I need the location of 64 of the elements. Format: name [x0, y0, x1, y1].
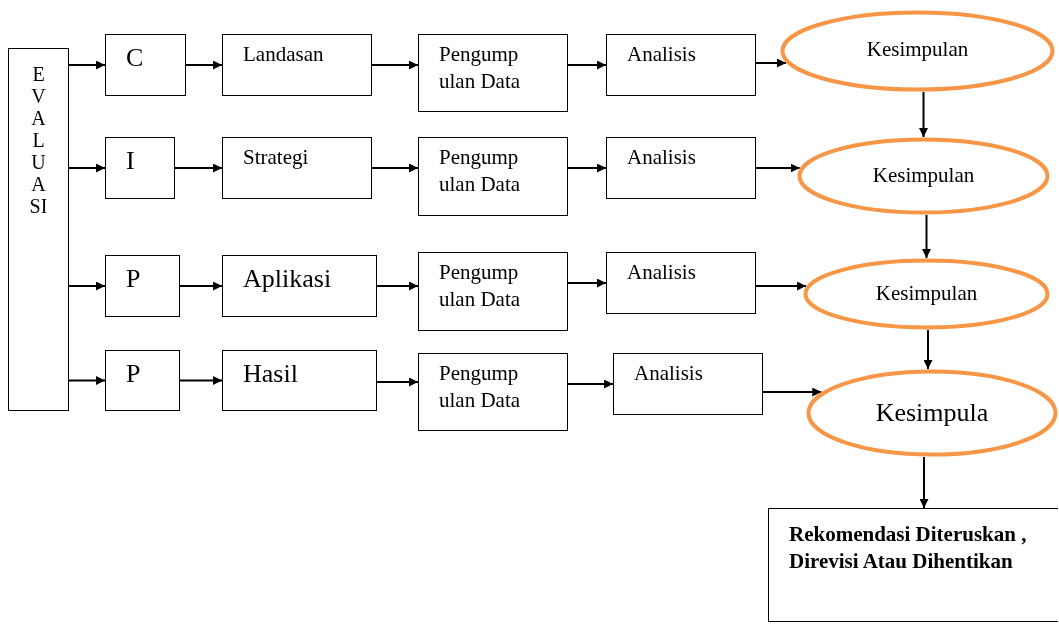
recommendation-box	[768, 508, 1058, 622]
process-box	[222, 34, 372, 96]
arrow	[174, 163, 223, 173]
arrow	[567, 163, 607, 173]
arrow	[755, 58, 787, 68]
node-text: Pengump ulan Data	[439, 41, 522, 96]
process-box	[105, 350, 180, 411]
node-text: P	[126, 263, 141, 295]
arrow	[923, 329, 933, 370]
node-text: Analisis	[627, 144, 696, 171]
arrow	[376, 281, 419, 291]
process-box	[613, 353, 763, 415]
node-text: C	[126, 42, 144, 74]
arrow	[371, 60, 419, 70]
arrow	[68, 163, 106, 173]
process-box	[222, 137, 372, 199]
process-box	[222, 255, 377, 317]
arrow	[68, 60, 106, 70]
arrow	[755, 163, 801, 173]
node-text: Aplikasi	[243, 263, 332, 295]
evaluation-box	[8, 48, 69, 411]
arrow	[179, 376, 223, 385]
node-text: Hasil	[243, 358, 298, 390]
arrow	[68, 281, 106, 291]
node-text: Kesimpula	[875, 397, 989, 430]
vertical-label: EVALUASI	[28, 63, 49, 217]
node-text: Kesimpulan	[875, 280, 978, 308]
node-text: Pengump ulan Data	[439, 144, 522, 199]
arrow	[922, 214, 931, 259]
process-box	[418, 353, 568, 431]
node-text: Landasan	[243, 41, 324, 68]
process-box	[105, 34, 186, 96]
process-box	[606, 137, 756, 199]
process-box	[105, 255, 180, 317]
arrow	[376, 377, 419, 387]
node-text: Pengump ulan Data	[439, 259, 522, 314]
node-text: Pengump ulan Data	[439, 360, 522, 415]
arrow	[919, 90, 928, 138]
arrow	[919, 455, 929, 509]
arrow	[567, 60, 607, 70]
arrow	[755, 281, 808, 291]
node-text: Analisis	[627, 259, 696, 286]
node-text: Strategi	[243, 144, 309, 171]
node-text: Analisis	[627, 41, 696, 68]
node-text: Kesimpulan	[872, 162, 975, 190]
process-box	[418, 34, 568, 112]
process-box	[606, 252, 756, 314]
process-box	[606, 34, 756, 96]
process-box	[418, 252, 568, 331]
arrow	[185, 60, 223, 70]
arrow	[567, 278, 607, 288]
process-box	[418, 137, 568, 216]
arrow	[68, 376, 106, 385]
arrow	[371, 163, 419, 173]
arrow	[762, 387, 823, 397]
node-text: Kesimpulan	[866, 35, 969, 63]
node-text: P	[126, 358, 141, 390]
node-text: Rekomendasi Diteruskan , Direvisi Atau Dihentikan	[789, 521, 1028, 576]
process-box	[105, 137, 175, 199]
node-text: Analisis	[634, 360, 703, 387]
arrow	[567, 379, 614, 389]
node-text: I	[126, 145, 135, 177]
arrow	[179, 281, 223, 291]
process-box	[222, 350, 377, 411]
